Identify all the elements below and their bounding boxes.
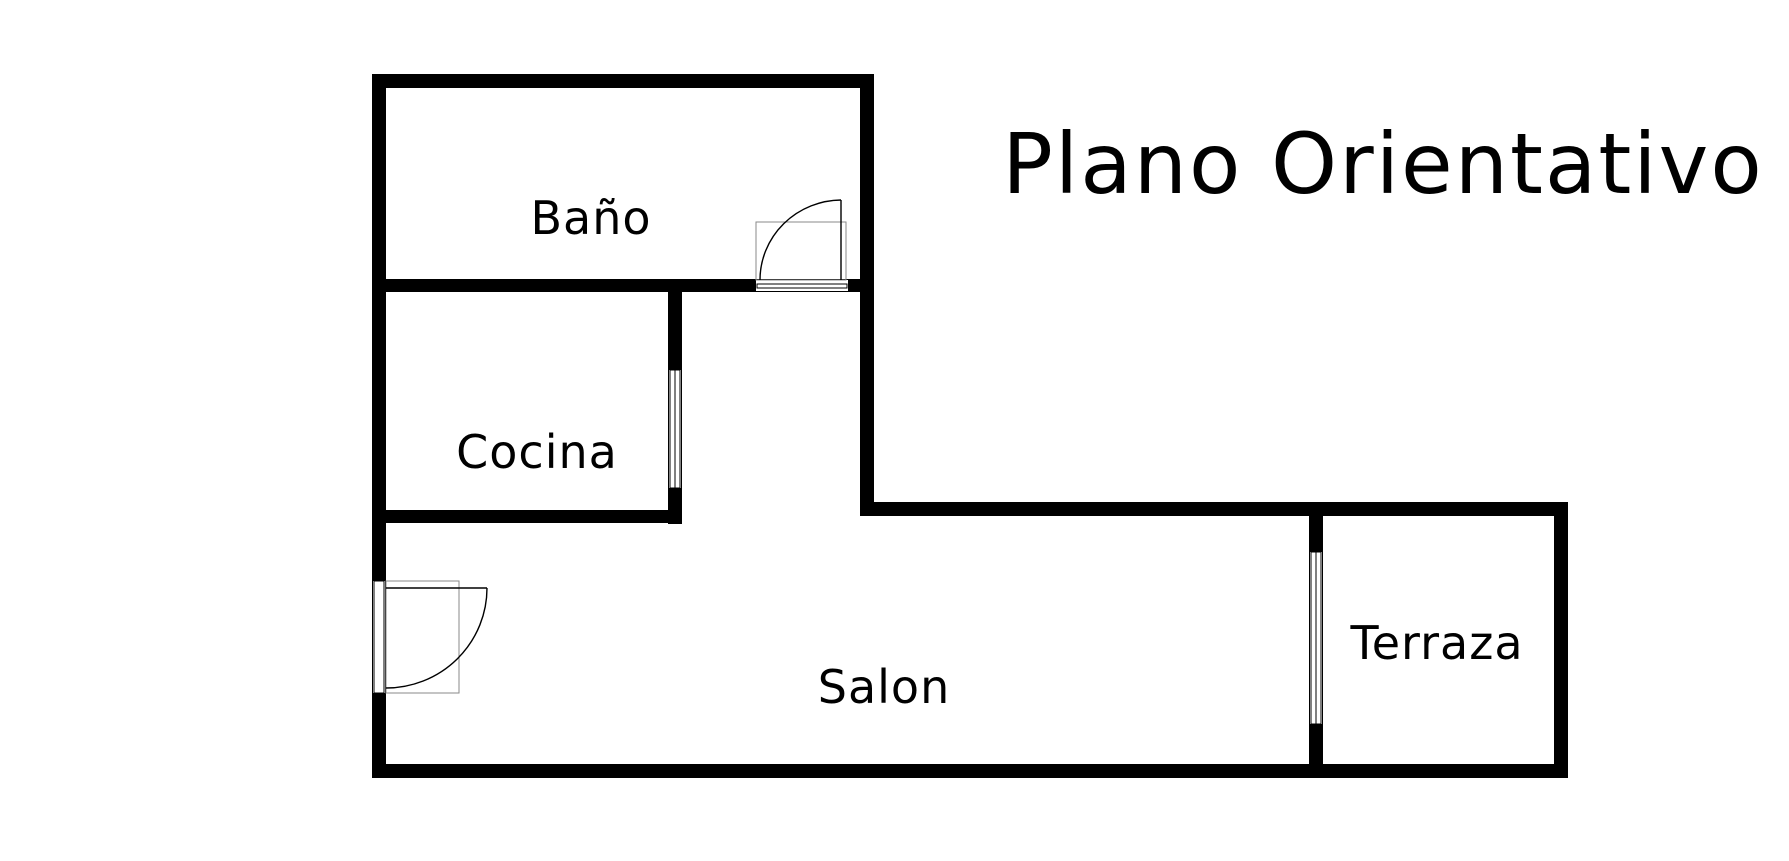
wall-top xyxy=(372,74,874,88)
bano-door-sill xyxy=(756,283,848,289)
window-icon xyxy=(669,369,681,489)
plan-title: Plano Orientativo xyxy=(1002,115,1764,213)
entrance-door-jamb xyxy=(373,580,385,694)
wall-bano-bottom xyxy=(372,279,874,292)
room-label-salon: Salon xyxy=(818,660,950,714)
room-label-bano: Baño xyxy=(530,191,651,245)
door-swing-icon xyxy=(385,580,488,694)
openings xyxy=(373,280,1322,725)
room-label-terraza: Terraza xyxy=(1349,616,1523,670)
wall-right-upper xyxy=(860,74,874,516)
room-label-cocina: Cocina xyxy=(456,425,618,479)
wall-right-lower xyxy=(1554,502,1568,778)
wall-mid-horizontal xyxy=(860,502,1568,516)
wall-bottom xyxy=(372,764,1568,778)
door-swing-icon xyxy=(755,199,847,281)
wall-cocina-bottom xyxy=(372,510,682,523)
window-icon xyxy=(1310,551,1322,725)
